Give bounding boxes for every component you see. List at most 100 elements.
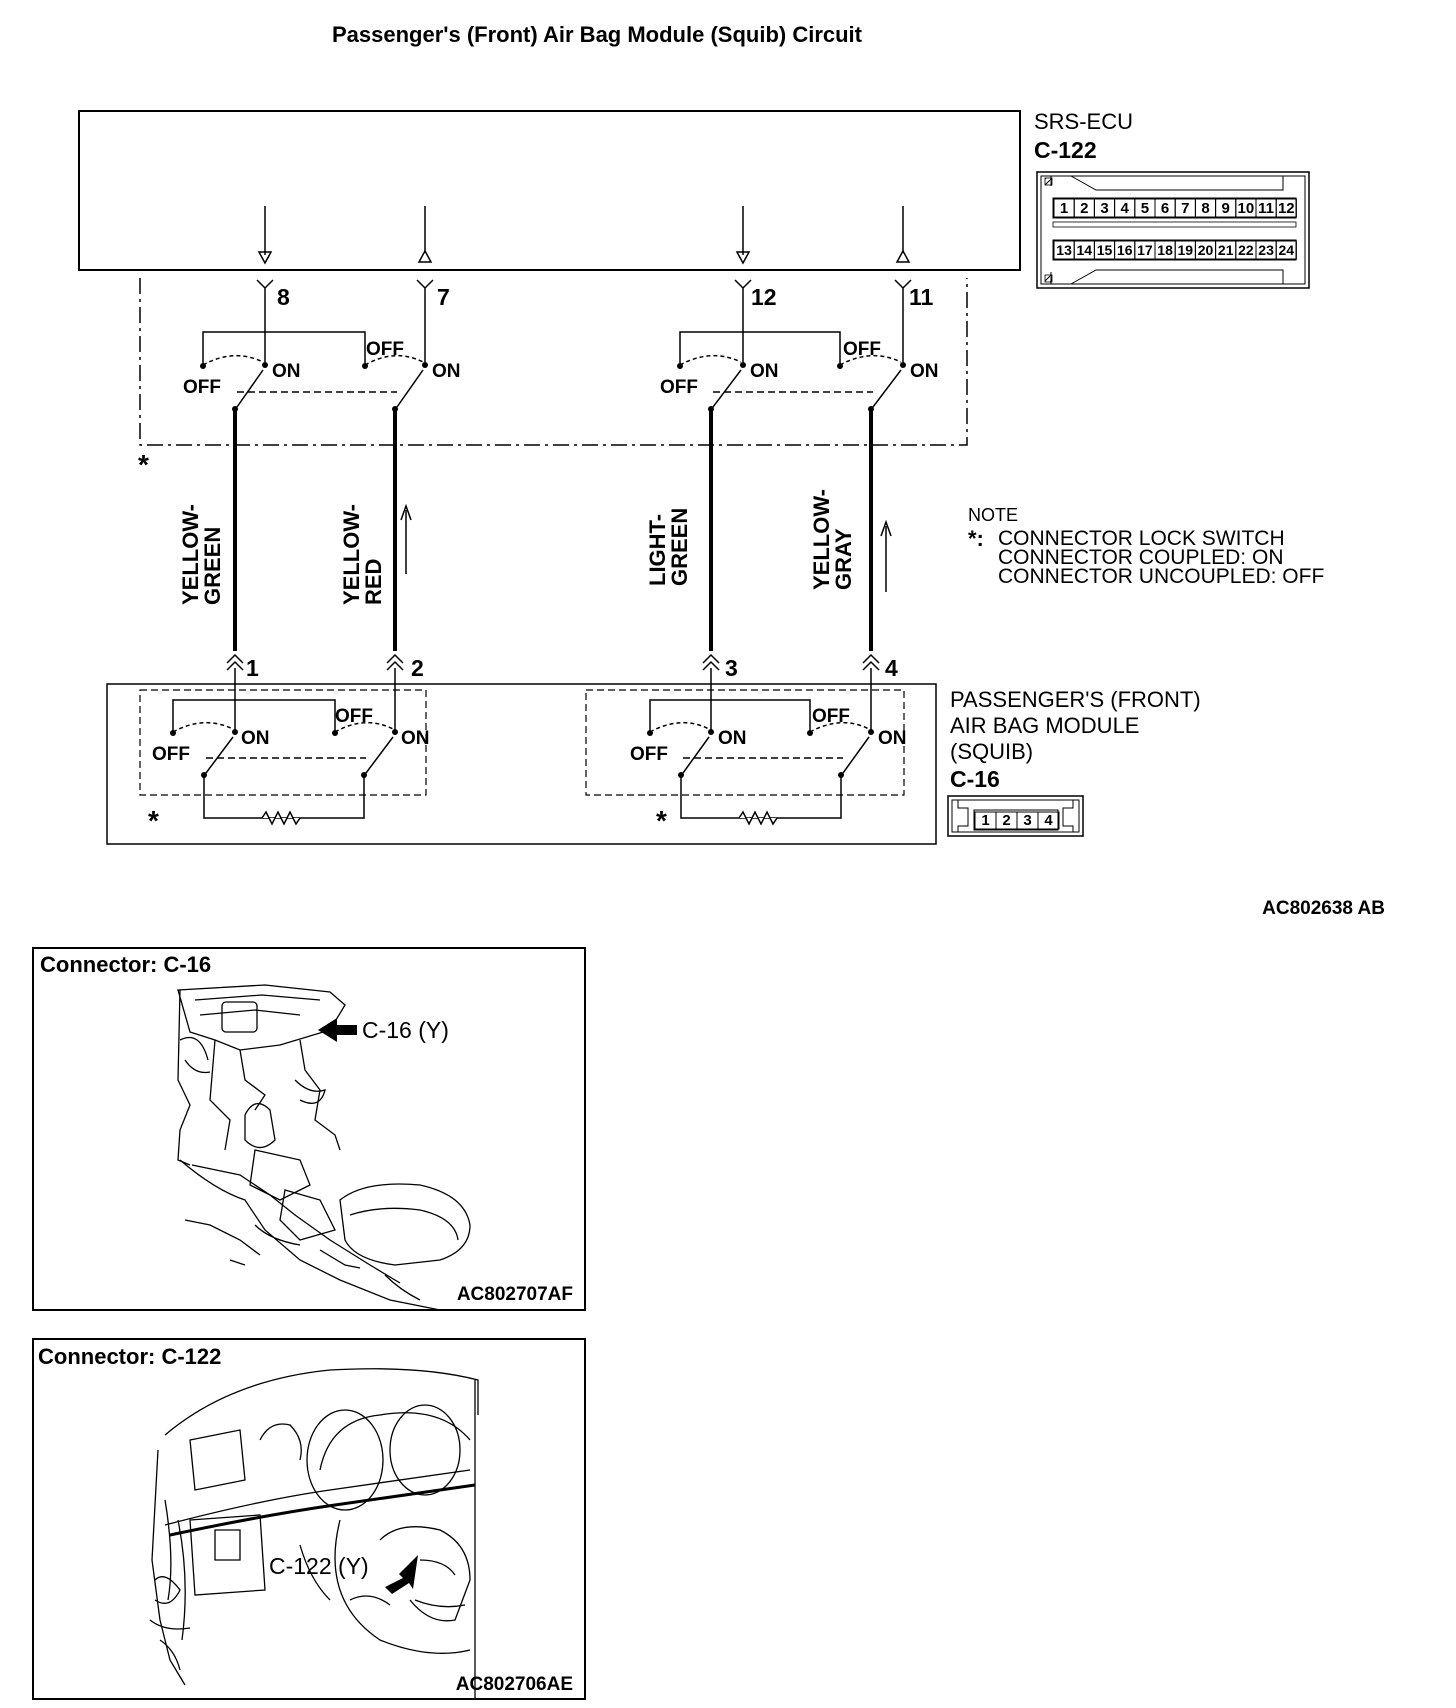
srs-ecu-label: SRS-ECU xyxy=(1034,109,1133,134)
module-lock-switch-enclosure-1 xyxy=(139,689,427,796)
c16-location-drawing xyxy=(177,984,471,1311)
c122-pin-number: 1 xyxy=(1060,200,1068,217)
module-terminal-3: 3 xyxy=(725,655,738,681)
panel-title-c122: Connector: C-122 xyxy=(38,1344,221,1369)
module-terminal-2: 2 xyxy=(411,655,424,681)
svg-text:LIGHT-: LIGHT- xyxy=(645,514,670,586)
air-bag-module-box xyxy=(106,683,937,845)
c122-pin-number: 17 xyxy=(1137,242,1153,258)
note-heading: NOTE xyxy=(968,505,1018,525)
svg-text:ON: ON xyxy=(910,361,939,382)
c16-pin-number: 2 xyxy=(1002,812,1010,829)
srs-ecu-connector-label: C-122 xyxy=(1034,137,1097,163)
c122-pin-number: 18 xyxy=(1157,242,1173,258)
note-line-2: CONNECTOR COUPLED: ON xyxy=(998,546,1283,569)
module-lock-switch-star-1: * xyxy=(148,805,159,836)
note-star: *: xyxy=(968,526,984,551)
c122-pin-number: 6 xyxy=(1161,200,1169,217)
c122-pin-number: 15 xyxy=(1097,242,1113,258)
page-title: Passenger's (Front) Air Bag Module (Squi… xyxy=(332,22,863,47)
c122-pin-number: 24 xyxy=(1279,242,1295,258)
c122-callout-arrow-icon xyxy=(385,1555,418,1594)
panel-title-c16: Connector: C-16 xyxy=(40,952,211,977)
svg-text:ON: ON xyxy=(241,728,270,749)
c16-pin-cell xyxy=(1037,811,1060,830)
ecu-terminal-12: 12 xyxy=(751,284,777,310)
svg-text:ON: ON xyxy=(272,361,301,382)
ecu-lock-switch-enclosure xyxy=(139,278,968,446)
svg-text:ON: ON xyxy=(432,361,461,382)
svg-text:YELLOW-: YELLOW- xyxy=(339,504,364,605)
svg-text:OFF: OFF xyxy=(183,377,221,398)
ecu-terminal-8: 8 xyxy=(277,284,290,310)
c122-pin-number: 23 xyxy=(1258,242,1274,258)
c122-pin-number: 8 xyxy=(1201,200,1209,217)
svg-text:ON: ON xyxy=(718,728,747,749)
svg-text:ON: ON xyxy=(401,728,430,749)
connector-c122-panel: Connector: C-122 C-122 (Y) AC802706AE xyxy=(32,1338,586,1700)
ecu-switches xyxy=(202,331,902,408)
module-terminal-marks xyxy=(226,653,880,732)
connector-c16-panel: Connector: C-16 C-16 (Y) AC802707AF xyxy=(32,947,586,1311)
svg-text:GREEN: GREEN xyxy=(667,508,692,586)
svg-text:OFF: OFF xyxy=(630,744,668,765)
module-lock-switch-enclosure-2 xyxy=(585,689,905,796)
svg-text:OFF: OFF xyxy=(366,339,404,360)
c16-pin-number: 4 xyxy=(1044,812,1053,829)
harness-wires xyxy=(233,409,873,651)
svg-text:YELLOW-: YELLOW- xyxy=(809,489,834,590)
c122-pin-number: 19 xyxy=(1178,242,1194,258)
c16-pin-number: 3 xyxy=(1023,812,1031,829)
c122-pin-number: 9 xyxy=(1222,200,1230,217)
module-connector-label: C-16 xyxy=(950,766,1000,792)
c122-pin-number: 5 xyxy=(1141,200,1149,217)
c122-pin-number: 7 xyxy=(1181,200,1189,217)
c122-pin-number: 21 xyxy=(1218,242,1234,258)
squib-resistors xyxy=(261,810,778,826)
c122-pin-number: 10 xyxy=(1238,200,1255,217)
c122-pin-cell xyxy=(1275,240,1297,260)
c122-pin-number: 2 xyxy=(1080,200,1088,217)
wire-color-labels: YELLOW- GREEN YELLOW- RED LIGHT- GREEN Y… xyxy=(178,489,856,605)
note-line-3: CONNECTOR UNCOUPLED: OFF xyxy=(998,565,1324,588)
module-terminal-4: 4 xyxy=(885,655,898,681)
c122-location-drawing xyxy=(149,1368,479,1700)
c122-pin-number: 12 xyxy=(1278,200,1295,217)
c122-pin-number: 4 xyxy=(1121,200,1130,217)
svg-text:OFF: OFF xyxy=(660,377,698,398)
c122-callout-label: C-122 (Y) xyxy=(269,1553,369,1579)
svg-text:OFF: OFF xyxy=(152,744,190,765)
module-label-line-3: (SQUIB) xyxy=(950,739,1033,764)
c122-pin-number: 14 xyxy=(1077,242,1093,258)
note: NOTE *: CONNECTOR LOCK SWITCH CONNECTOR … xyxy=(968,505,1324,588)
c122-pin-number: 16 xyxy=(1117,242,1133,258)
c122-pin-cell xyxy=(1275,198,1297,218)
module-label-line-1: PASSENGER'S (FRONT) xyxy=(950,687,1201,712)
current-flow-arrows xyxy=(400,503,892,592)
c16-callout-label: C-16 (Y) xyxy=(362,1017,449,1043)
ecu-terminal-7: 7 xyxy=(437,284,450,310)
svg-text:YELLOW-: YELLOW- xyxy=(178,504,203,605)
module-lock-switch-star-2: * xyxy=(656,805,667,836)
note-line-1: CONNECTOR LOCK SWITCH xyxy=(998,527,1285,550)
svg-text:OFF: OFF xyxy=(812,706,850,727)
c122-pin-number: 22 xyxy=(1238,242,1254,258)
ecu-terminal-marks xyxy=(256,279,912,362)
c122-pin-number: 13 xyxy=(1056,242,1072,258)
srs-ecu-box xyxy=(78,110,1021,271)
svg-text:GREEN: GREEN xyxy=(200,527,225,605)
svg-text:OFF: OFF xyxy=(843,339,881,360)
c122-pin-number: 20 xyxy=(1198,242,1214,258)
c122-pin-number: 11 xyxy=(1258,200,1274,217)
c122-pin-number: 3 xyxy=(1100,200,1108,217)
module-label-line-2: AIR BAG MODULE xyxy=(950,713,1139,738)
svg-text:RED: RED xyxy=(361,559,386,605)
ecu-lock-switch-star: * xyxy=(138,449,149,480)
svg-text:ON: ON xyxy=(878,728,907,749)
ecu-terminal-11: 11 xyxy=(909,284,934,310)
ecu-switch-contacts xyxy=(200,362,906,412)
svg-text:GRAY: GRAY xyxy=(831,528,856,590)
svg-text:ON: ON xyxy=(750,361,779,382)
